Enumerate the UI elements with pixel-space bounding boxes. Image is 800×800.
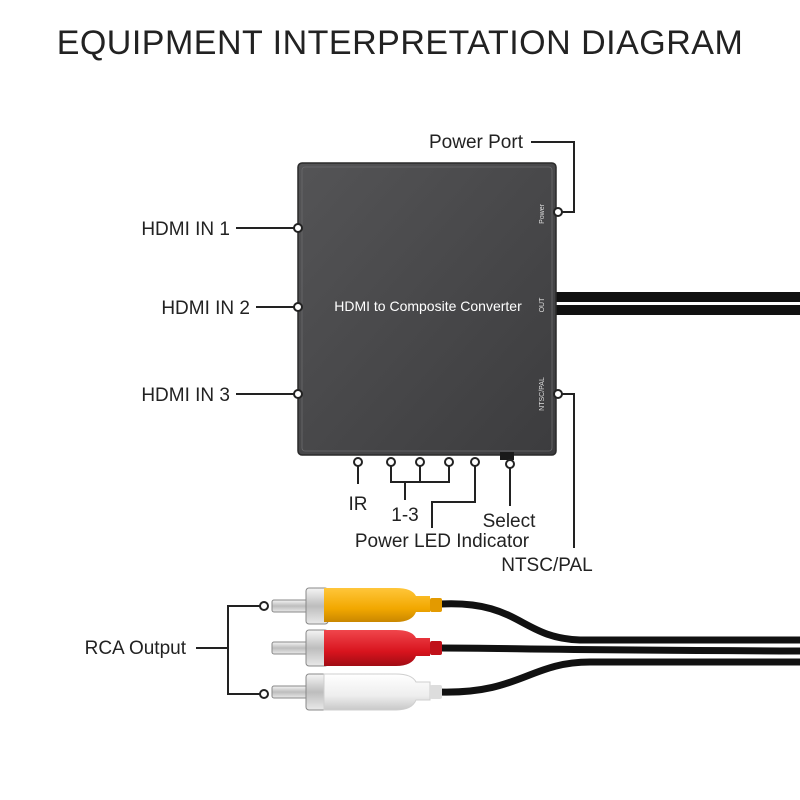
callout-dots: [259, 207, 563, 699]
diagram-title: EQUIPMENT INTERPRETATION DIAGRAM: [56, 24, 744, 62]
out-cable: [552, 292, 800, 315]
label-power-port: Power Port: [429, 132, 524, 153]
label-power-led: Power LED Indicator: [355, 531, 530, 552]
rca-plug-red: [271, 629, 442, 667]
rca-plug-yellow: [271, 587, 442, 625]
label-one-to-three: 1-3: [391, 505, 418, 526]
label-select: Select: [483, 511, 537, 532]
label-hdmi-in-1: HDMI IN 1: [141, 219, 230, 240]
rca-plug-white: [271, 673, 442, 711]
label-hdmi-in-2: HDMI IN 2: [161, 298, 250, 319]
label-ir: IR: [349, 494, 368, 515]
side-label-ntsc-pal: NTSC/PAL: [539, 377, 546, 411]
label-hdmi-in-3: HDMI IN 3: [141, 385, 230, 406]
side-label-power: Power: [539, 203, 546, 224]
label-rca-output: RCA Output: [85, 638, 187, 659]
rca-cables: [436, 600, 800, 696]
callout-lines: [196, 141, 575, 695]
select-button: [500, 452, 514, 460]
side-label-out: OUT: [539, 297, 546, 313]
converter-device: HDMI to Composite Converter Power OUT NT…: [297, 162, 557, 460]
label-ntsc-pal: NTSC/PAL: [501, 555, 593, 576]
device-name: HDMI to Composite Converter: [334, 298, 522, 314]
